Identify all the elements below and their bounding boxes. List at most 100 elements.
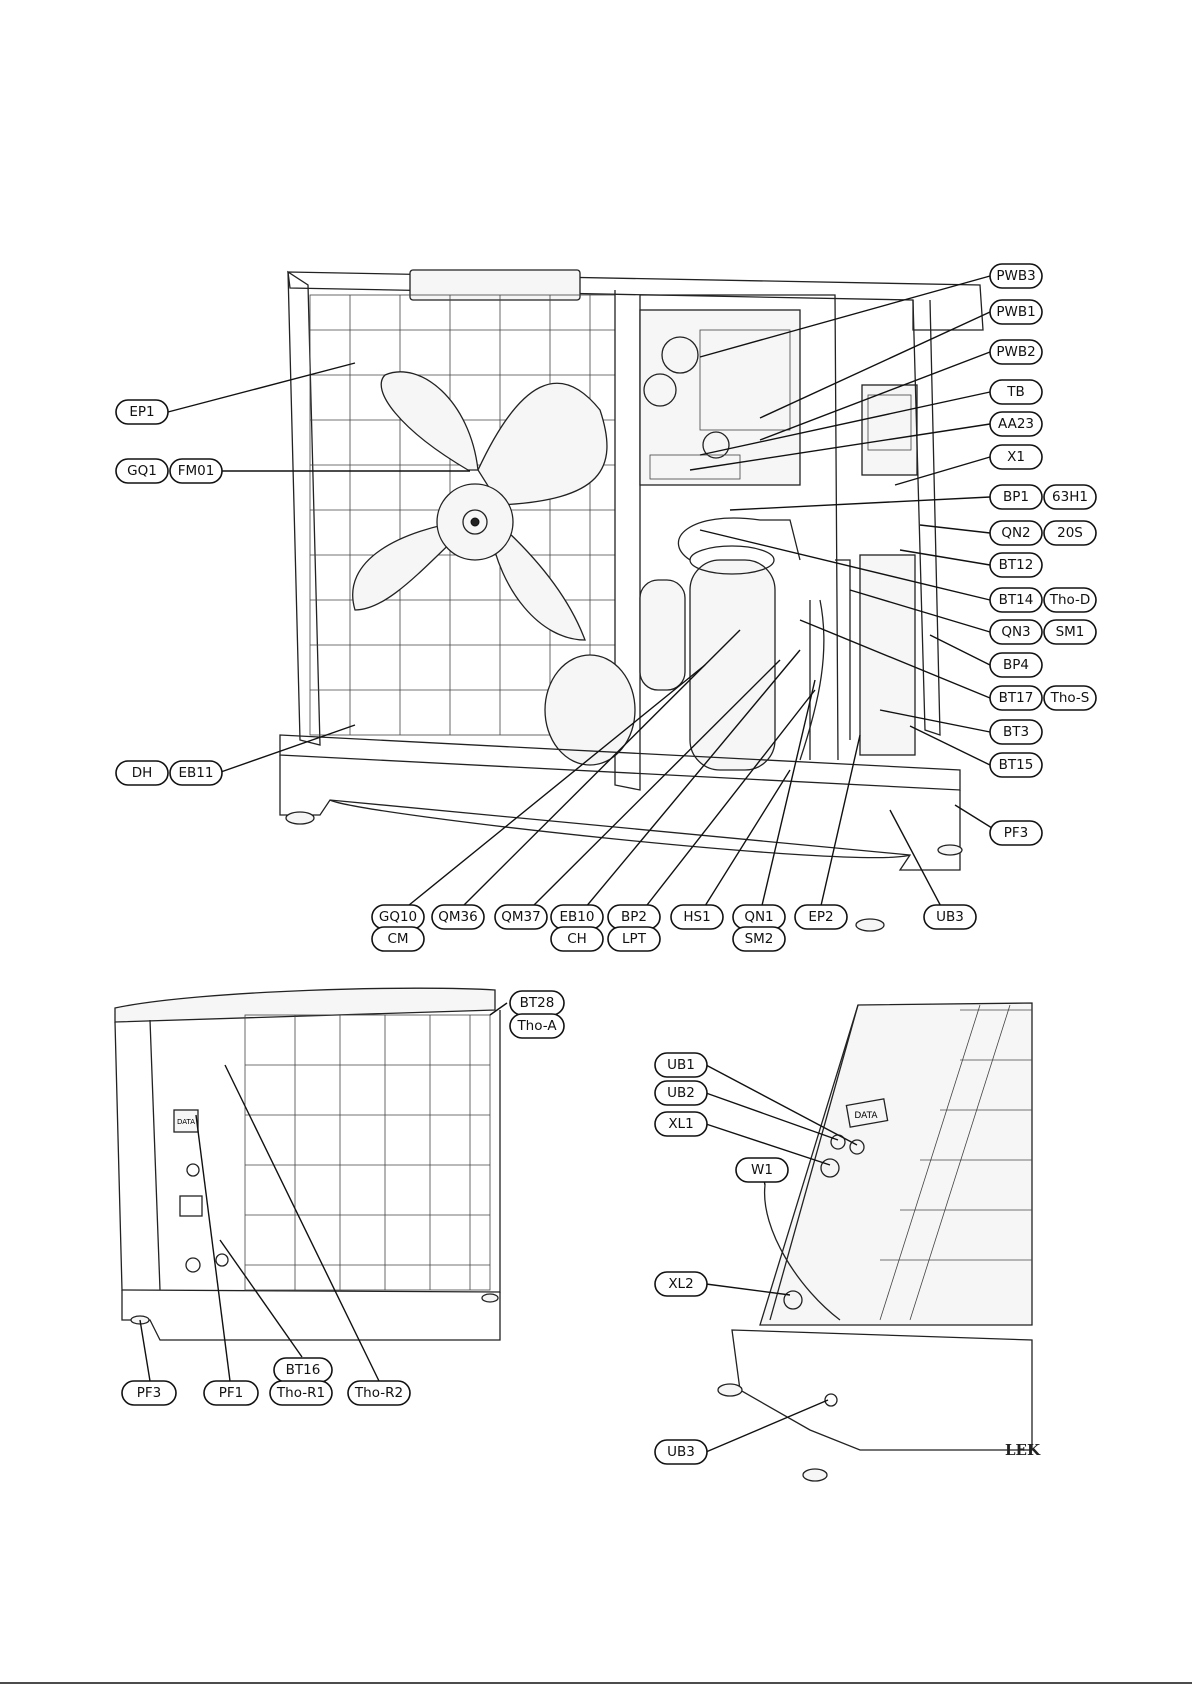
control-boards xyxy=(640,310,917,485)
svg-text:20S: 20S xyxy=(1057,525,1083,541)
label-hs1: HS1 xyxy=(671,905,723,929)
label-tho-d: Tho-D xyxy=(1044,588,1096,612)
label-x1: X1 xyxy=(990,445,1042,469)
svg-text:BT16: BT16 xyxy=(286,1362,321,1378)
label-ep2: EP2 xyxy=(795,905,847,929)
svg-text:HS1: HS1 xyxy=(683,909,710,925)
svg-text:PWB2: PWB2 xyxy=(996,344,1035,360)
label-fm01: FM01 xyxy=(170,459,222,483)
svg-text:EP1: EP1 xyxy=(129,404,154,420)
svg-text:BT17: BT17 xyxy=(999,690,1034,706)
svg-text:EP2: EP2 xyxy=(808,909,833,925)
svg-text:W1: W1 xyxy=(751,1162,773,1178)
svg-text:UB1: UB1 xyxy=(667,1057,695,1073)
svg-text:FM01: FM01 xyxy=(178,463,215,479)
label-bt28: BT28 xyxy=(510,991,564,1015)
svg-text:PF3: PF3 xyxy=(137,1385,162,1401)
label-eb10: EB10 xyxy=(551,905,603,929)
svg-text:SM1: SM1 xyxy=(1056,624,1085,640)
svg-text:PWB3: PWB3 xyxy=(996,268,1035,284)
svg-text:PWB1: PWB1 xyxy=(996,304,1035,320)
svg-text:BP1: BP1 xyxy=(1003,489,1029,505)
label-w1: W1 xyxy=(736,1158,788,1182)
svg-text:BT3: BT3 xyxy=(1003,724,1029,740)
rear-leader-lines xyxy=(140,1003,507,1381)
label-ub1: UB1 xyxy=(655,1053,707,1077)
label-qm37: QM37 xyxy=(495,905,547,929)
svg-text:X1: X1 xyxy=(1007,449,1025,465)
compressor xyxy=(545,546,775,770)
label-ep1: EP1 xyxy=(116,400,168,424)
label-gq1: GQ1 xyxy=(116,459,168,483)
svg-text:LPT: LPT xyxy=(622,931,647,947)
label-tho-r2: Tho-R2 xyxy=(348,1381,410,1405)
label-sm1: SM1 xyxy=(1044,620,1096,644)
label-gq10: GQ10 xyxy=(372,905,424,929)
label-bp1: BP1 xyxy=(990,485,1042,509)
main-unit-drawing xyxy=(280,270,983,931)
rear-labels: BT28 Tho-A PF3 PF1 BT16 Tho-R1 Tho-R2 xyxy=(122,991,564,1405)
label-bt12: BT12 xyxy=(990,553,1042,577)
svg-text:UB3: UB3 xyxy=(936,909,964,925)
heat-exchanger xyxy=(860,555,915,755)
svg-text:QN1: QN1 xyxy=(744,909,773,925)
svg-text:Tho-D: Tho-D xyxy=(1049,592,1091,608)
svg-text:QM37: QM37 xyxy=(501,909,540,925)
svg-text:TB: TB xyxy=(1006,384,1025,400)
svg-text:CH: CH xyxy=(567,931,587,947)
rear-view-drawing: DATA xyxy=(115,988,500,1340)
label-bt3: BT3 xyxy=(990,720,1042,744)
svg-text:UB2: UB2 xyxy=(667,1085,695,1101)
label-xl1: XL1 xyxy=(655,1112,707,1136)
svg-text:SM2: SM2 xyxy=(745,931,774,947)
label-pwb3: PWB3 xyxy=(990,264,1042,288)
svg-text:XL1: XL1 xyxy=(668,1116,693,1132)
label-bt14: BT14 xyxy=(990,588,1042,612)
label-63h1: 63H1 xyxy=(1044,485,1096,509)
detail-data-plate: DATA xyxy=(854,1111,878,1121)
label-tho-s: Tho-S xyxy=(1044,686,1096,710)
svg-text:BT14: BT14 xyxy=(999,592,1034,608)
svg-text:CM: CM xyxy=(387,931,408,947)
label-pf3-rear: PF3 xyxy=(122,1381,176,1405)
svg-text:63H1: 63H1 xyxy=(1052,489,1088,505)
svg-text:DH: DH xyxy=(132,765,153,781)
svg-text:BP4: BP4 xyxy=(1003,657,1029,673)
svg-text:QN2: QN2 xyxy=(1001,525,1030,541)
label-ch: CH xyxy=(551,927,603,951)
label-pf1: PF1 xyxy=(204,1381,258,1405)
svg-text:AA23: AA23 xyxy=(998,416,1034,432)
label-pf3: PF3 xyxy=(990,821,1042,845)
label-bt16: BT16 xyxy=(274,1358,332,1382)
rear-coil-grid xyxy=(245,1015,490,1290)
label-ub2: UB2 xyxy=(655,1081,707,1105)
label-cm: CM xyxy=(372,927,424,951)
label-aa23: AA23 xyxy=(990,412,1042,436)
svg-text:Tho-R2: Tho-R2 xyxy=(354,1385,403,1401)
svg-text:QM36: QM36 xyxy=(438,909,477,925)
label-bp4: BP4 xyxy=(990,653,1042,677)
svg-text:BT28: BT28 xyxy=(520,995,555,1011)
label-qn1: QN1 xyxy=(733,905,785,929)
label-tb: TB xyxy=(990,380,1042,404)
label-qn2: QN2 xyxy=(990,521,1042,545)
svg-text:BT12: BT12 xyxy=(999,557,1034,573)
svg-text:BT15: BT15 xyxy=(999,757,1034,773)
label-sm2: SM2 xyxy=(733,927,785,951)
svg-text:PF1: PF1 xyxy=(219,1385,244,1401)
svg-text:EB11: EB11 xyxy=(179,765,214,781)
svg-text:GQ10: GQ10 xyxy=(379,909,417,925)
rear-data-plate: DATA xyxy=(177,1118,195,1126)
svg-text:QN3: QN3 xyxy=(1001,624,1030,640)
label-pwb2: PWB2 xyxy=(990,340,1042,364)
label-dh: DH xyxy=(116,761,168,785)
svg-text:EB10: EB10 xyxy=(560,909,595,925)
svg-text:BP2: BP2 xyxy=(621,909,647,925)
label-qm36: QM36 xyxy=(432,905,484,929)
label-eb11: EB11 xyxy=(170,761,222,785)
svg-text:GQ1: GQ1 xyxy=(127,463,157,479)
svg-text:Tho-S: Tho-S xyxy=(1050,690,1090,706)
label-ub3: UB3 xyxy=(924,905,976,929)
base-frame xyxy=(280,735,962,931)
label-bt17: BT17 xyxy=(990,686,1042,710)
